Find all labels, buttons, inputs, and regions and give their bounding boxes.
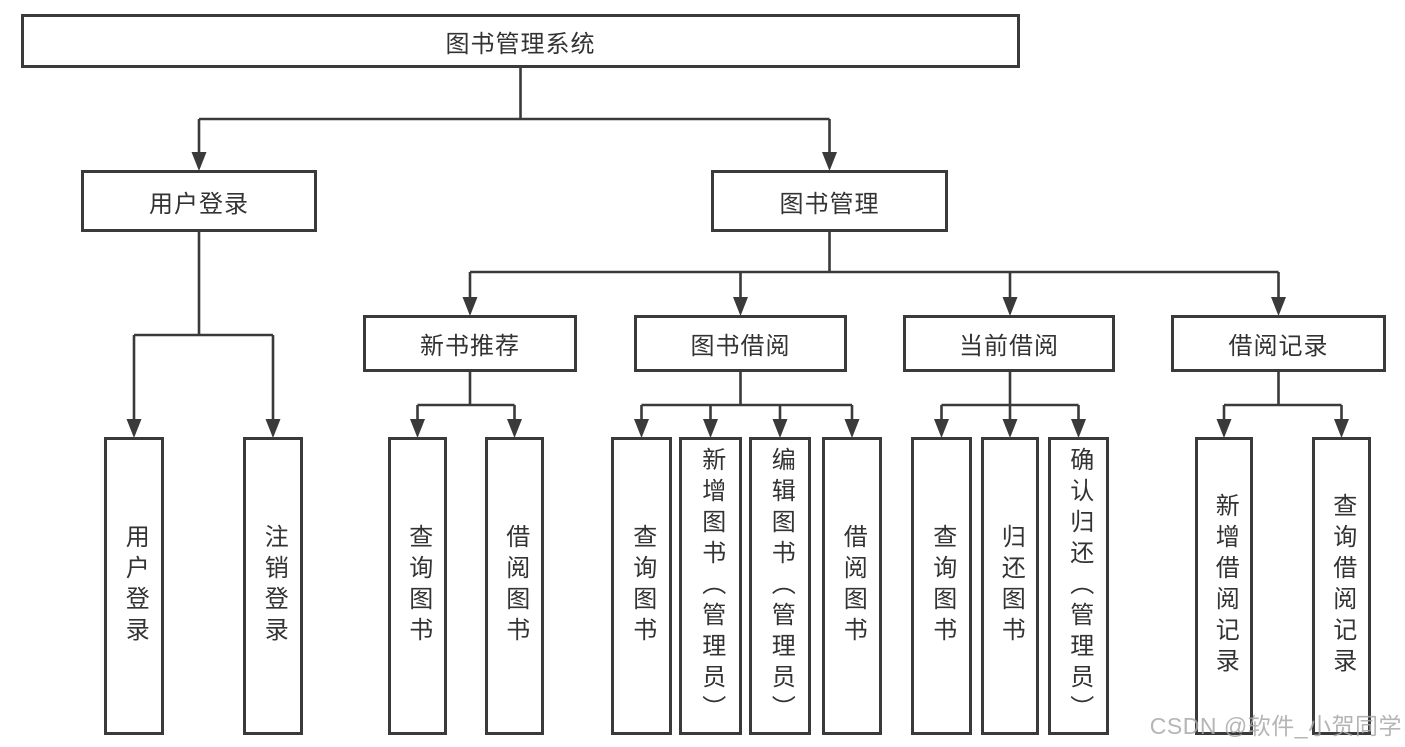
arrow-down-icon [934, 419, 949, 438]
node-current-borrowing: 当前借阅 [903, 315, 1115, 372]
connector-book-mgmt-to-level3 [468, 232, 1280, 299]
leaf-bb-query-books: 查询图书 [611, 437, 672, 735]
leaf-bb-edit-books: 编辑图书（管理员） [749, 437, 811, 735]
leaf-br-add-record-label: 新增借阅记录 [1211, 493, 1239, 679]
leaf-bb-edit-books-label: 编辑图书（管理员） [767, 446, 795, 726]
leaf-cb-return-books-label: 归还图书 [997, 524, 1025, 648]
arrow-down-icon [507, 419, 522, 438]
connector-borrowing-records-to-leaves [1222, 372, 1343, 421]
connector-root-to-level2 [197, 68, 831, 154]
leaf-br-query-record-label: 查询借阅记录 [1328, 493, 1356, 679]
arrow-down-icon [1002, 419, 1018, 438]
leaf-bb-borrow-books: 借阅图书 [822, 437, 882, 735]
node-borrowing-records: 借阅记录 [1171, 315, 1386, 372]
connector-new-books-to-leaves [416, 372, 516, 421]
arrow-down-icon [703, 419, 718, 438]
leaf-cb-query-books-label: 查询图书 [928, 524, 956, 648]
arrow-down-icon [410, 419, 425, 438]
leaf-bb-add-books-label: 新增图书（管理员） [697, 446, 725, 726]
leaf-bb-query-books-label: 查询图书 [628, 524, 656, 648]
node-new-book-recommend: 新书推荐 [363, 315, 577, 372]
leaf-nb-query-books: 查询图书 [388, 437, 447, 735]
leaf-cb-query-books: 查询图书 [911, 437, 972, 735]
arrow-down-icon [1334, 419, 1349, 438]
arrow-down-icon [733, 297, 748, 316]
node-book-management-label: 图书管理 [779, 190, 880, 218]
node-root-label: 图书管理系统 [445, 30, 596, 58]
arrow-down-icon [462, 297, 478, 316]
arrow-down-icon [126, 419, 142, 438]
arrow-down-icon [265, 419, 281, 438]
arrow-down-icon [822, 152, 837, 171]
node-user-login-label: 用户登录 [149, 190, 249, 218]
leaf-nb-borrow-books: 借阅图书 [485, 437, 544, 735]
node-root: 图书管理系统 [21, 14, 1020, 68]
arrow-down-icon [1002, 297, 1018, 316]
leaf-nb-borrow-books-label: 借阅图书 [501, 524, 529, 648]
arrow-down-icon [772, 419, 788, 438]
node-book-management: 图书管理 [711, 170, 948, 232]
node-book-borrowing: 图书借阅 [634, 315, 847, 372]
arrow-down-icon [634, 419, 649, 438]
node-new-book-recommend-label: 新书推荐 [420, 333, 520, 360]
arrow-down-icon [844, 419, 860, 438]
leaf-logout: 注销登录 [243, 437, 303, 735]
connector-current-borrowing-to-leaves [940, 372, 1080, 421]
leaf-bb-borrow-books-label: 借阅图书 [839, 524, 867, 648]
leaf-nb-query-books-label: 查询图书 [404, 524, 432, 648]
arrow-down-icon [191, 152, 207, 171]
arrow-down-icon [1216, 419, 1232, 438]
leaf-cb-confirm-return: 确认归还（管理员） [1048, 437, 1109, 735]
connector-user-login-to-leaves [132, 232, 275, 421]
leaf-user-login-label: 用户登录 [121, 524, 149, 648]
leaf-logout-label: 注销登录 [260, 524, 288, 648]
node-borrowing-records-label: 借阅记录 [1228, 333, 1329, 360]
arrow-down-icon [1071, 419, 1086, 438]
node-book-borrowing-label: 图书借阅 [690, 333, 791, 360]
leaf-br-query-record: 查询借阅记录 [1312, 437, 1371, 735]
watermark: CSDN @软件_小贺同学 [1149, 713, 1402, 739]
leaf-cb-return-books: 归还图书 [981, 437, 1039, 735]
leaf-br-add-record: 新增借阅记录 [1195, 437, 1253, 735]
leaf-bb-add-books: 新增图书（管理员） [679, 437, 742, 735]
leaf-cb-confirm-return-label: 确认归还（管理员） [1065, 446, 1093, 726]
node-user-login: 用户登录 [81, 170, 317, 232]
arrow-down-icon [1271, 297, 1286, 316]
connector-book-borrowing-to-leaves [640, 372, 854, 421]
leaf-user-login: 用户登录 [104, 437, 164, 735]
node-current-borrowing-label: 当前借阅 [959, 333, 1059, 360]
